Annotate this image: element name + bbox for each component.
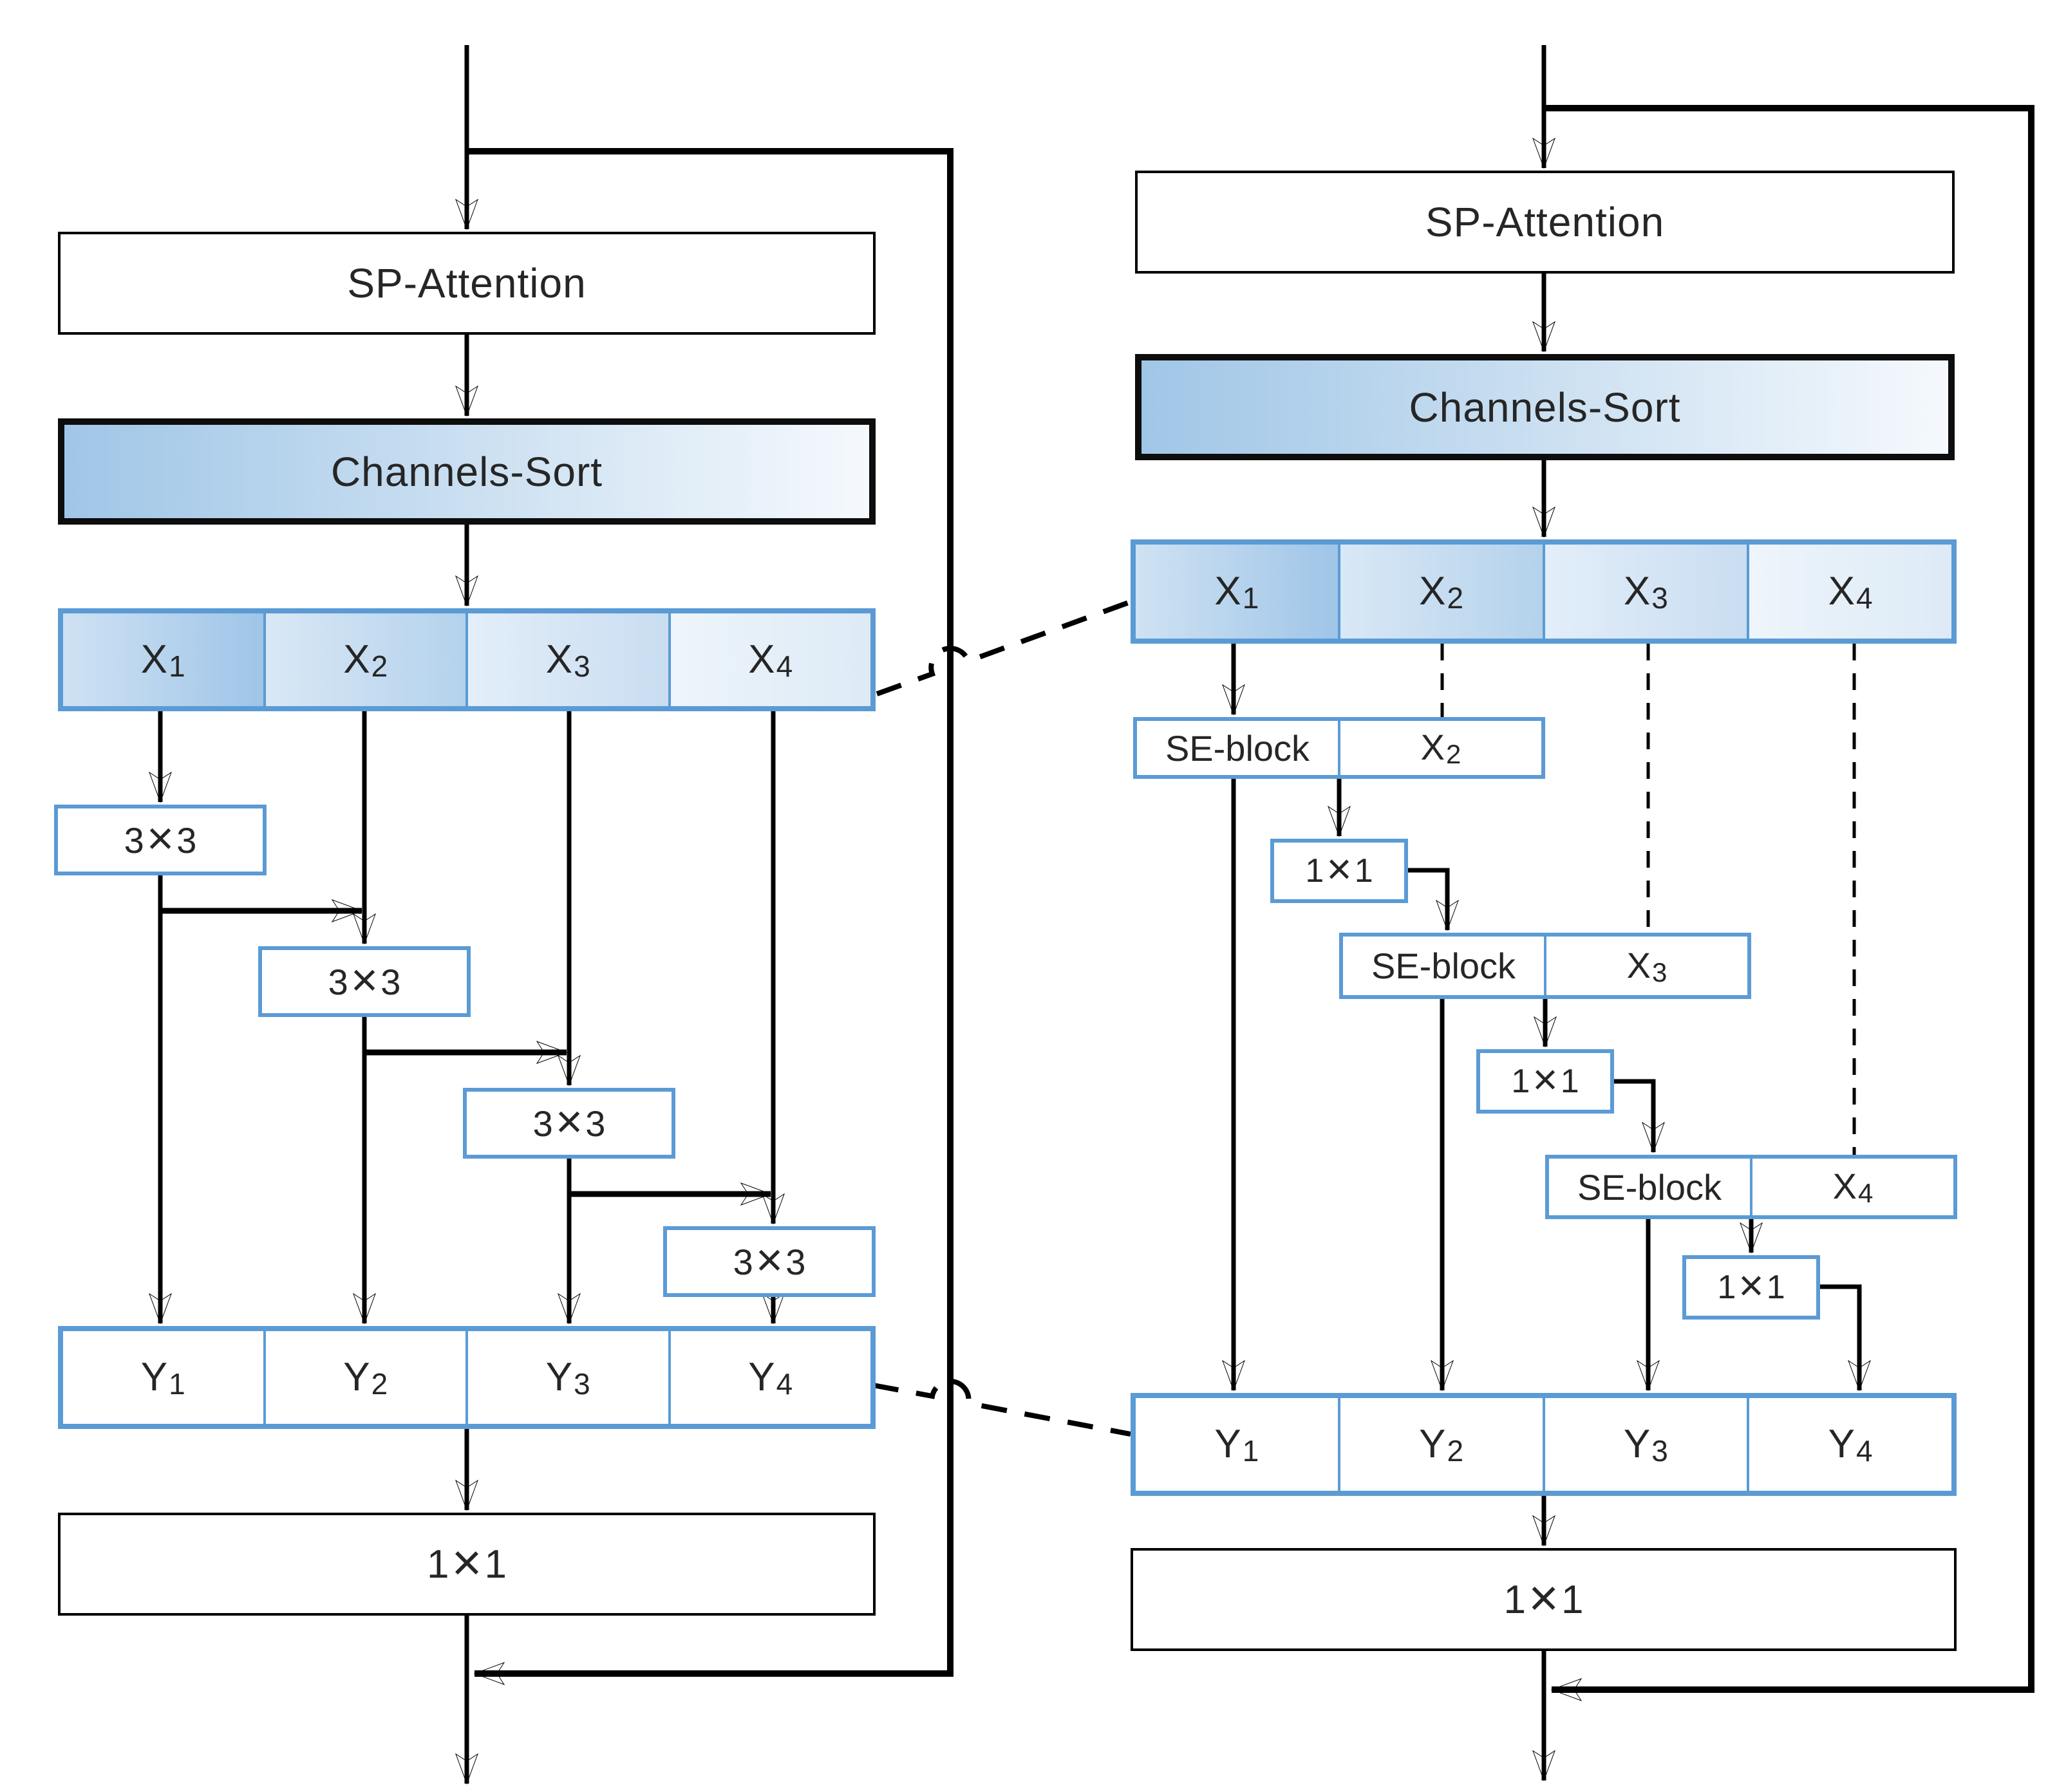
left-y4-label: Y4 <box>748 1354 793 1401</box>
left-conv2-label: 3×3 <box>328 954 401 1006</box>
right-y4-label: Y4 <box>1828 1421 1873 1468</box>
cross-block-connectors <box>872 599 1132 1437</box>
right-se2-cell: SE-block <box>1343 937 1544 995</box>
left-y2-label: Y2 <box>343 1354 388 1401</box>
right-conv-b-box: 1×1 <box>1476 1049 1614 1114</box>
left-x4-label: X4 <box>748 637 793 683</box>
right-y1-cell: Y1 <box>1136 1398 1338 1491</box>
right-se2-x3-cell: X3 <box>1544 937 1747 995</box>
right-output-conv-box: 1×1 <box>1131 1548 1957 1651</box>
right-x4-cell: X4 <box>1747 545 1951 639</box>
left-channels-sort-box: Channels-Sort <box>58 418 876 525</box>
left-skip-connection <box>467 148 954 1685</box>
right-x-split-box: X1 X2 X3 X4 <box>1131 539 1957 644</box>
right-se3-x4-label: X4 <box>1832 1166 1874 1208</box>
right-sp-attention-box: SP-Attention <box>1135 171 1955 274</box>
left-conv3-label: 3×3 <box>532 1096 606 1148</box>
left-x3-label: X3 <box>545 637 590 683</box>
right-y2-label: Y2 <box>1419 1421 1464 1468</box>
right-se-row2-box: SE-block X3 <box>1339 933 1751 999</box>
left-x1-label: X1 <box>140 637 185 683</box>
x-split-dashed-connector <box>876 599 1132 696</box>
right-se3-cell: SE-block <box>1549 1159 1750 1215</box>
left-output-conv-label: 1×1 <box>426 1534 507 1592</box>
right-output-conv-label: 1×1 <box>1503 1569 1584 1627</box>
right-se3-label: SE-block <box>1577 1166 1722 1208</box>
right-y1-label: Y1 <box>1214 1421 1259 1468</box>
right-y3-label: Y3 <box>1623 1421 1668 1468</box>
left-x4-cell: X4 <box>668 613 870 706</box>
right-se2-label: SE-block <box>1371 946 1516 986</box>
left-conv1-label: 3×3 <box>124 812 197 864</box>
right-conv-b-label: 1×1 <box>1511 1056 1579 1104</box>
left-y3-label: Y3 <box>545 1354 590 1401</box>
left-x3-cell: X3 <box>465 613 668 706</box>
left-conv4-box: 3×3 <box>663 1226 876 1297</box>
left-conv3-box: 3×3 <box>463 1088 675 1159</box>
right-x1-label: X1 <box>1214 568 1259 615</box>
left-y1-cell: Y1 <box>63 1331 263 1424</box>
right-se3-x4-cell: X4 <box>1750 1159 1953 1215</box>
right-se1-x2-cell: X2 <box>1338 721 1541 775</box>
right-conv-b-elbow-arrow <box>1614 1079 1665 1153</box>
left-x1-cell: X1 <box>63 613 263 706</box>
left-x-split-box: X1 X2 X3 X4 <box>58 608 876 711</box>
left-sp-attention-box: SP-Attention <box>58 232 876 335</box>
y-concat-dashed-connector <box>872 1378 1131 1437</box>
right-conv-a-label: 1×1 <box>1305 845 1373 893</box>
left-channels-sort-label: Channels-Sort <box>330 448 603 495</box>
right-y-concat-box: Y1 Y2 Y3 Y4 <box>1131 1393 1957 1496</box>
right-x3-label: X3 <box>1623 568 1668 615</box>
right-x2-label: X2 <box>1419 568 1464 615</box>
left-x2-cell: X2 <box>263 613 465 706</box>
right-y3-cell: Y3 <box>1542 1398 1747 1491</box>
left-y1-label: Y1 <box>140 1354 185 1401</box>
left-sp-attention-label: SP-Attention <box>347 260 587 306</box>
right-se-row3-box: SE-block X4 <box>1545 1155 1957 1219</box>
right-se1-cell: SE-block <box>1137 721 1338 775</box>
right-conv-c-box: 1×1 <box>1682 1255 1820 1320</box>
left-x2-label: X2 <box>343 637 388 683</box>
right-y4-cell: Y4 <box>1747 1398 1951 1491</box>
right-y2-cell: Y2 <box>1337 1398 1543 1491</box>
right-se2-x3-label: X3 <box>1626 944 1668 987</box>
right-x1-cell: X1 <box>1136 545 1338 639</box>
right-conv-c-elbow-arrow <box>1820 1284 1871 1392</box>
left-y2-cell: Y2 <box>263 1331 466 1424</box>
right-x4-label: X4 <box>1828 568 1873 615</box>
left-conv4-label: 3×3 <box>733 1234 806 1286</box>
left-output-conv-box: 1×1 <box>58 1513 876 1616</box>
left-conv1-box: 3×3 <box>54 805 267 875</box>
left-y-concat-box: Y1 Y2 Y3 Y4 <box>58 1326 876 1429</box>
left-conv2-box: 3×3 <box>258 946 471 1017</box>
right-x3-cell: X3 <box>1542 545 1747 639</box>
right-conv-a-box: 1×1 <box>1270 839 1408 903</box>
left-y3-cell: Y3 <box>465 1331 668 1424</box>
right-se1-x2-label: X2 <box>1420 727 1461 769</box>
right-block-wires <box>1222 45 2034 1782</box>
right-conv-a-elbow-arrow <box>1408 868 1459 931</box>
right-sp-attention-label: SP-Attention <box>1425 199 1665 245</box>
right-x2-cell: X2 <box>1337 545 1543 639</box>
right-conv-c-label: 1×1 <box>1717 1262 1785 1310</box>
right-channels-sort-label: Channels-Sort <box>1409 384 1681 431</box>
left-y4-cell: Y4 <box>668 1331 871 1424</box>
right-se-row1-box: SE-block X2 <box>1133 717 1545 779</box>
right-se1-label: SE-block <box>1165 727 1310 769</box>
right-channels-sort-box: Channels-Sort <box>1135 354 1955 460</box>
